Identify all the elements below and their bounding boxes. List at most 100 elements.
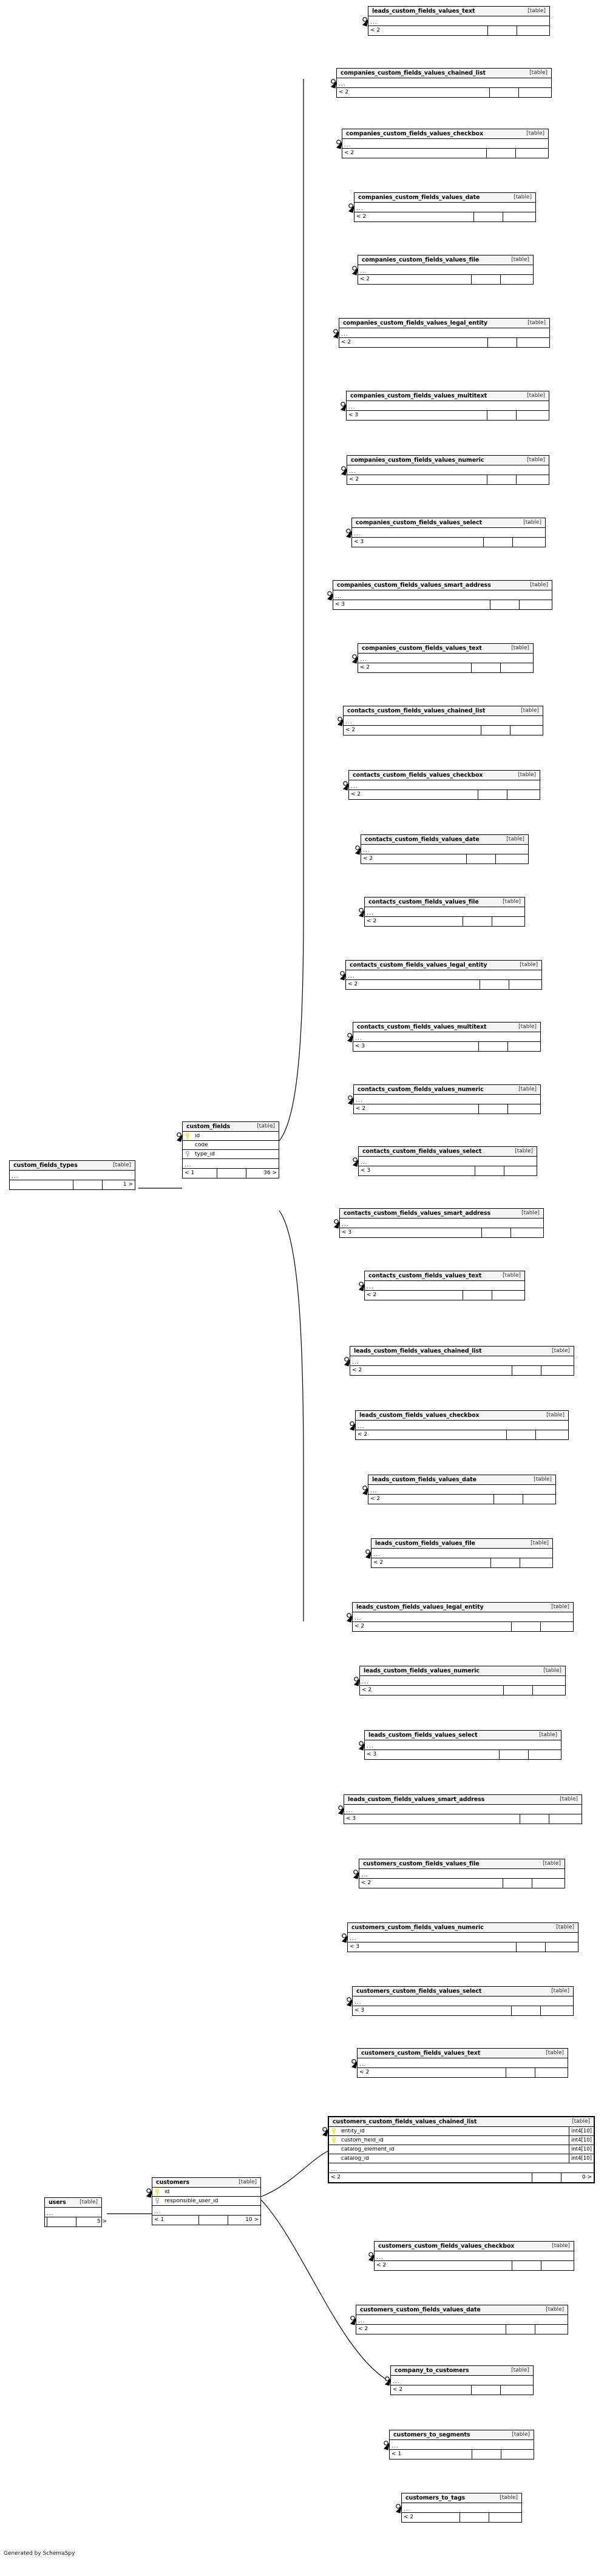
table-title[interactable]: leads_custom_fields_values_numeric[table… xyxy=(360,1666,565,1676)
table-title[interactable]: customers_custom_fields_values_chained_l… xyxy=(329,2117,594,2127)
table-title[interactable]: customers_custom_fields_values_select[ta… xyxy=(353,1987,573,1996)
table-node-contacts_cfv_smart_addr[interactable]: contacts_custom_fields_values_smart_addr… xyxy=(339,1208,544,1238)
table-title[interactable]: leads_custom_fields_values_chained_list[… xyxy=(350,1347,574,1356)
table-title[interactable]: contacts_custom_fields_values_date[table… xyxy=(361,835,528,845)
table-node-contacts_cfv_date[interactable]: contacts_custom_fields_values_date[table… xyxy=(361,834,529,864)
table-node-custom_fields_types[interactable]: custom_fields_types[table]...1 > xyxy=(9,1160,135,1190)
table-node-companies_cfv_numeric[interactable]: companies_custom_fields_values_numeric[t… xyxy=(347,455,549,485)
table-node-customers_cfv_select[interactable]: customers_custom_fields_values_select[ta… xyxy=(352,1986,574,2016)
table-node-customers_cfv_text[interactable]: customers_custom_fields_values_text[tabl… xyxy=(357,2048,568,2078)
table-title[interactable]: company_to_customers[table] xyxy=(391,2366,533,2376)
table-node-leads_cfv_file[interactable]: leads_custom_fields_values_file[table]..… xyxy=(371,1538,553,1568)
table-node-leads_cfv_date[interactable]: leads_custom_fields_values_date[table]..… xyxy=(368,1475,556,1504)
table-title[interactable]: leads_custom_fields_values_checkbox[tabl… xyxy=(356,1411,568,1421)
table-node-contacts_cfv_numeric[interactable]: contacts_custom_fields_values_numeric[ta… xyxy=(353,1084,541,1114)
table-title[interactable]: leads_custom_fields_values_text[table] xyxy=(368,7,549,16)
table-title[interactable]: leads_custom_fields_values_date[table] xyxy=(368,1475,555,1485)
table-title[interactable]: customers_custom_fields_values_checkbox[… xyxy=(375,2242,574,2251)
table-title[interactable]: companies_custom_fields_values_date[tabl… xyxy=(354,193,535,203)
table-node-contacts_cfv_text[interactable]: contacts_custom_fields_values_text[table… xyxy=(364,1271,525,1300)
table-title[interactable]: companies_custom_fields_values_checkbox[… xyxy=(342,129,548,139)
table-title[interactable]: customers_custom_fields_values_date[tabl… xyxy=(356,2305,568,2315)
more-columns-row: ... xyxy=(365,1281,524,1291)
table-title[interactable]: customers_custom_fields_values_file[tabl… xyxy=(359,1859,565,1869)
table-node-leads_cfv_legal_entity[interactable]: leads_custom_fields_values_legal_entity[… xyxy=(352,1602,574,1632)
table-column-row[interactable]: id xyxy=(152,2188,260,2197)
table-node-contacts_cfv_file[interactable]: contacts_custom_fields_values_file[table… xyxy=(364,897,525,927)
table-node-companies_cfv_checkbox[interactable]: companies_custom_fields_values_checkbox[… xyxy=(342,129,549,158)
table-title[interactable]: companies_custom_fields_values_file[tabl… xyxy=(358,255,533,265)
table-title[interactable]: contacts_custom_fields_values_legal_enti… xyxy=(346,961,541,970)
table-title[interactable]: contacts_custom_fields_values_numeric[ta… xyxy=(354,1085,540,1095)
table-column-row[interactable]: type_id xyxy=(183,1150,279,1159)
table-title[interactable]: leads_custom_fields_values_smart_address… xyxy=(344,1795,582,1805)
table-title[interactable]: contacts_custom_fields_values_checkbox[t… xyxy=(349,771,540,780)
table-title[interactable]: companies_custom_fields_values_multitext… xyxy=(347,391,549,401)
table-node-leads_cfv_text[interactable]: leads_custom_fields_values_text[table]..… xyxy=(368,6,550,36)
table-title[interactable]: customers_custom_fields_values_numeric[t… xyxy=(348,1923,578,1933)
table-node-companies_cfv_text[interactable]: companies_custom_fields_values_text[tabl… xyxy=(358,643,534,673)
table-title[interactable]: custom_fields[table] xyxy=(183,1122,279,1132)
table-node-customers_cfv_checkbox[interactable]: customers_custom_fields_values_checkbox[… xyxy=(374,2241,574,2271)
table-title[interactable]: contacts_custom_fields_values_file[table… xyxy=(365,898,524,907)
table-node-users[interactable]: users[table]...< 15 > xyxy=(44,2197,107,2227)
table-node-customers_to_segments[interactable]: customers_to_segments[table]...< 1 xyxy=(389,2430,534,2459)
table-node-companies_cfv_multitext[interactable]: companies_custom_fields_values_multitext… xyxy=(346,391,549,421)
table-title[interactable]: customers_to_segments[table] xyxy=(390,2430,534,2440)
table-title[interactable]: customers_custom_fields_values_text[tabl… xyxy=(358,2049,568,2058)
table-column-row[interactable]: id xyxy=(183,1132,279,1141)
table-node-companies_cfv_select[interactable]: companies_custom_fields_values_select[ta… xyxy=(351,518,546,547)
table-title[interactable]: contacts_custom_fields_values_text[table… xyxy=(365,1271,524,1281)
table-node-leads_cfv_chained_list[interactable]: leads_custom_fields_values_chained_list[… xyxy=(350,1346,574,1376)
table-column-row[interactable]: code xyxy=(183,1141,279,1150)
table-node-customers_cfv_date[interactable]: customers_custom_fields_values_date[tabl… xyxy=(356,2305,568,2334)
table-node-customers_cfv_numeric[interactable]: customers_custom_fields_values_numeric[t… xyxy=(347,1922,578,1952)
table-node-customers_to_tags[interactable]: customers_to_tags[table]...< 2 xyxy=(401,2493,522,2523)
table-title[interactable]: contacts_custom_fields_values_select[tab… xyxy=(359,1147,537,1157)
table-title[interactable]: leads_custom_fields_values_select[table] xyxy=(365,1731,561,1740)
table-node-contacts_cfv_chained_list[interactable]: contacts_custom_fields_values_chained_li… xyxy=(343,706,543,735)
table-column-row[interactable]: responsible_user_id xyxy=(152,2197,260,2206)
table-title[interactable]: contacts_custom_fields_values_chained_li… xyxy=(344,706,543,716)
table-title[interactable]: companies_custom_fields_values_legal_ent… xyxy=(339,319,549,328)
table-title[interactable]: contacts_custom_fields_values_multitext[… xyxy=(353,1023,540,1032)
table-title[interactable]: companies_custom_fields_values_numeric[t… xyxy=(347,456,549,465)
table-title[interactable]: contacts_custom_fields_values_smart_addr… xyxy=(340,1209,543,1219)
table-title[interactable]: custom_fields_types[table] xyxy=(10,1161,135,1171)
table-title[interactable]: leads_custom_fields_values_legal_entity[… xyxy=(353,1603,573,1612)
table-node-contacts_cfv_legal_entity[interactable]: contacts_custom_fields_values_legal_enti… xyxy=(345,960,542,990)
table-node-leads_cfv_select[interactable]: leads_custom_fields_values_select[table]… xyxy=(364,1730,561,1760)
table-title[interactable]: companies_custom_fields_values_smart_add… xyxy=(333,581,552,590)
table-footer-row: < 3 xyxy=(340,1228,543,1237)
table-node-leads_cfv_numeric[interactable]: leads_custom_fields_values_numeric[table… xyxy=(359,1666,566,1695)
footer-mid-cell xyxy=(471,275,500,284)
table-node-companies_cfv_legal_entity[interactable]: companies_custom_fields_values_legal_ent… xyxy=(339,318,550,348)
table-title[interactable]: companies_custom_fields_values_select[ta… xyxy=(352,518,545,528)
table-node-customers_cfv_file[interactable]: customers_custom_fields_values_file[tabl… xyxy=(359,1859,565,1888)
table-node-companies_cfv_smart_addr[interactable]: companies_custom_fields_values_smart_add… xyxy=(333,580,552,610)
table-title[interactable]: users[table] xyxy=(45,2198,101,2208)
table-node-customers_cfv_chained_list[interactable]: customers_custom_fields_values_chained_l… xyxy=(328,2116,595,2183)
table-title[interactable]: leads_custom_fields_values_file[table] xyxy=(371,1539,552,1549)
table-title[interactable]: customers[table] xyxy=(152,2178,260,2188)
table-node-contacts_cfv_multitext[interactable]: contacts_custom_fields_values_multitext[… xyxy=(353,1022,541,1052)
table-title[interactable]: companies_custom_fields_values_chained_l… xyxy=(337,69,551,78)
table-title[interactable]: companies_custom_fields_values_text[tabl… xyxy=(358,644,533,654)
table-node-companies_cfv_chained_list[interactable]: companies_custom_fields_values_chained_l… xyxy=(336,68,552,98)
table-node-companies_cfv_date[interactable]: companies_custom_fields_values_date[tabl… xyxy=(354,192,536,222)
table-node-contacts_cfv_select[interactable]: contacts_custom_fields_values_select[tab… xyxy=(358,1146,537,1176)
table-node-contacts_cfv_checkbox[interactable]: contacts_custom_fields_values_checkbox[t… xyxy=(348,770,540,800)
table-type-label: [table] xyxy=(518,772,536,778)
table-node-companies_cfv_file[interactable]: companies_custom_fields_values_file[tabl… xyxy=(358,255,534,285)
table-node-leads_cfv_checkbox[interactable]: leads_custom_fields_values_checkbox[tabl… xyxy=(355,1410,569,1440)
table-title[interactable]: customers_to_tags[table] xyxy=(402,2493,521,2503)
table-node-leads_cfv_smart_addr[interactable]: leads_custom_fields_values_smart_address… xyxy=(344,1794,582,1824)
table-node-company_to_customers[interactable]: company_to_customers[table]...< 2 xyxy=(390,2365,534,2395)
